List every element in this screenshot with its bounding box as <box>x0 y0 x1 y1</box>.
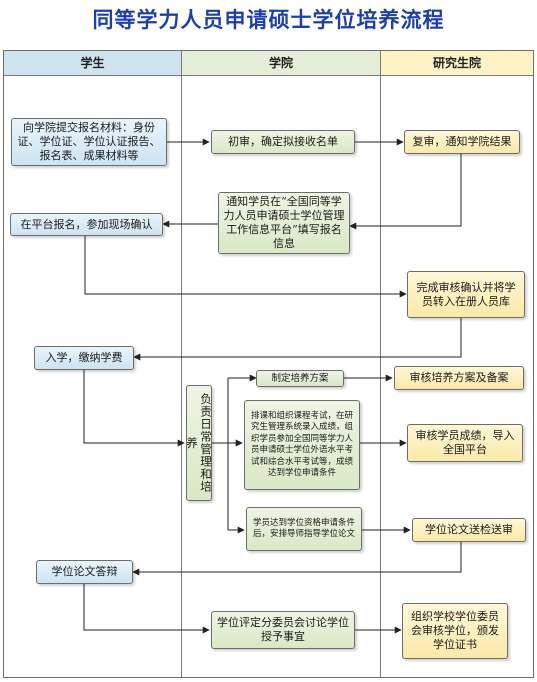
lane-college: 学院 <box>181 51 380 677</box>
lane-grad: 研究生院 <box>380 51 533 677</box>
connector-re-review-to-notify <box>349 154 462 230</box>
connector-register-to-complete <box>84 236 407 298</box>
step-award-degree: 组织学校学位委员会审核学位，颁发学位证书 <box>402 603 508 659</box>
step-first-review: 初审，确定拟接收名单 <box>211 130 355 154</box>
step-re-review: 复审，通知学院结果 <box>404 130 520 154</box>
lane-header-college: 学院 <box>182 51 380 76</box>
step-thesis-arrange: 学员达到学位资格申请条件后，安排导师指导学位论文 <box>246 507 362 551</box>
connector-complete-to-enroll <box>133 318 462 361</box>
step-courses-exams: 排课和组织课程考试，在研究生管理系统录入成绩，组织学员参加全国同等学力人员申请硕… <box>244 400 360 490</box>
step-review-plan: 审核培养方案及备案 <box>394 366 524 390</box>
connector-enroll-to-responsible <box>83 370 185 447</box>
step-platform-register: 在平台报名，参加现场确认 <box>10 213 163 236</box>
swimlane-frame <box>3 50 534 678</box>
step-make-plan: 制定培养方案 <box>256 370 344 387</box>
lane-header-student: 学生 <box>4 51 181 76</box>
step-notify-platform: 通知学员在“全国同等学力人员申请硕士学位管理工作信息平台”填写报名信息 <box>218 192 350 254</box>
connector-check-to-defense <box>132 542 462 576</box>
step-committee: 学位评定分委员会讨论学位授予事宜 <box>211 611 355 649</box>
step-enroll-pay: 入学，缴纳学费 <box>34 346 134 370</box>
step-complete-review: 完成审核确认并将学员转入在册人员库 <box>407 271 525 318</box>
lane-student: 学生 <box>4 51 181 677</box>
step-thesis-check: 学位论文送检送审 <box>412 518 526 542</box>
step-submit-materials: 向学院提交报名材料：身份证、学位证、学位认证报告、报名表、成果材料等 <box>11 118 167 166</box>
step-responsible-daily: 负责日常管理和培养 <box>185 385 213 501</box>
step-thesis-defense: 学位论文答辩 <box>36 560 133 584</box>
connector-defense-to-committee <box>83 584 210 634</box>
page-title: 同等学力人员申请硕士学位培养流程 <box>92 7 445 32</box>
lane-header-grad: 研究生院 <box>381 51 533 76</box>
step-review-scores: 审核学员成绩，导入全国平台 <box>407 424 523 462</box>
